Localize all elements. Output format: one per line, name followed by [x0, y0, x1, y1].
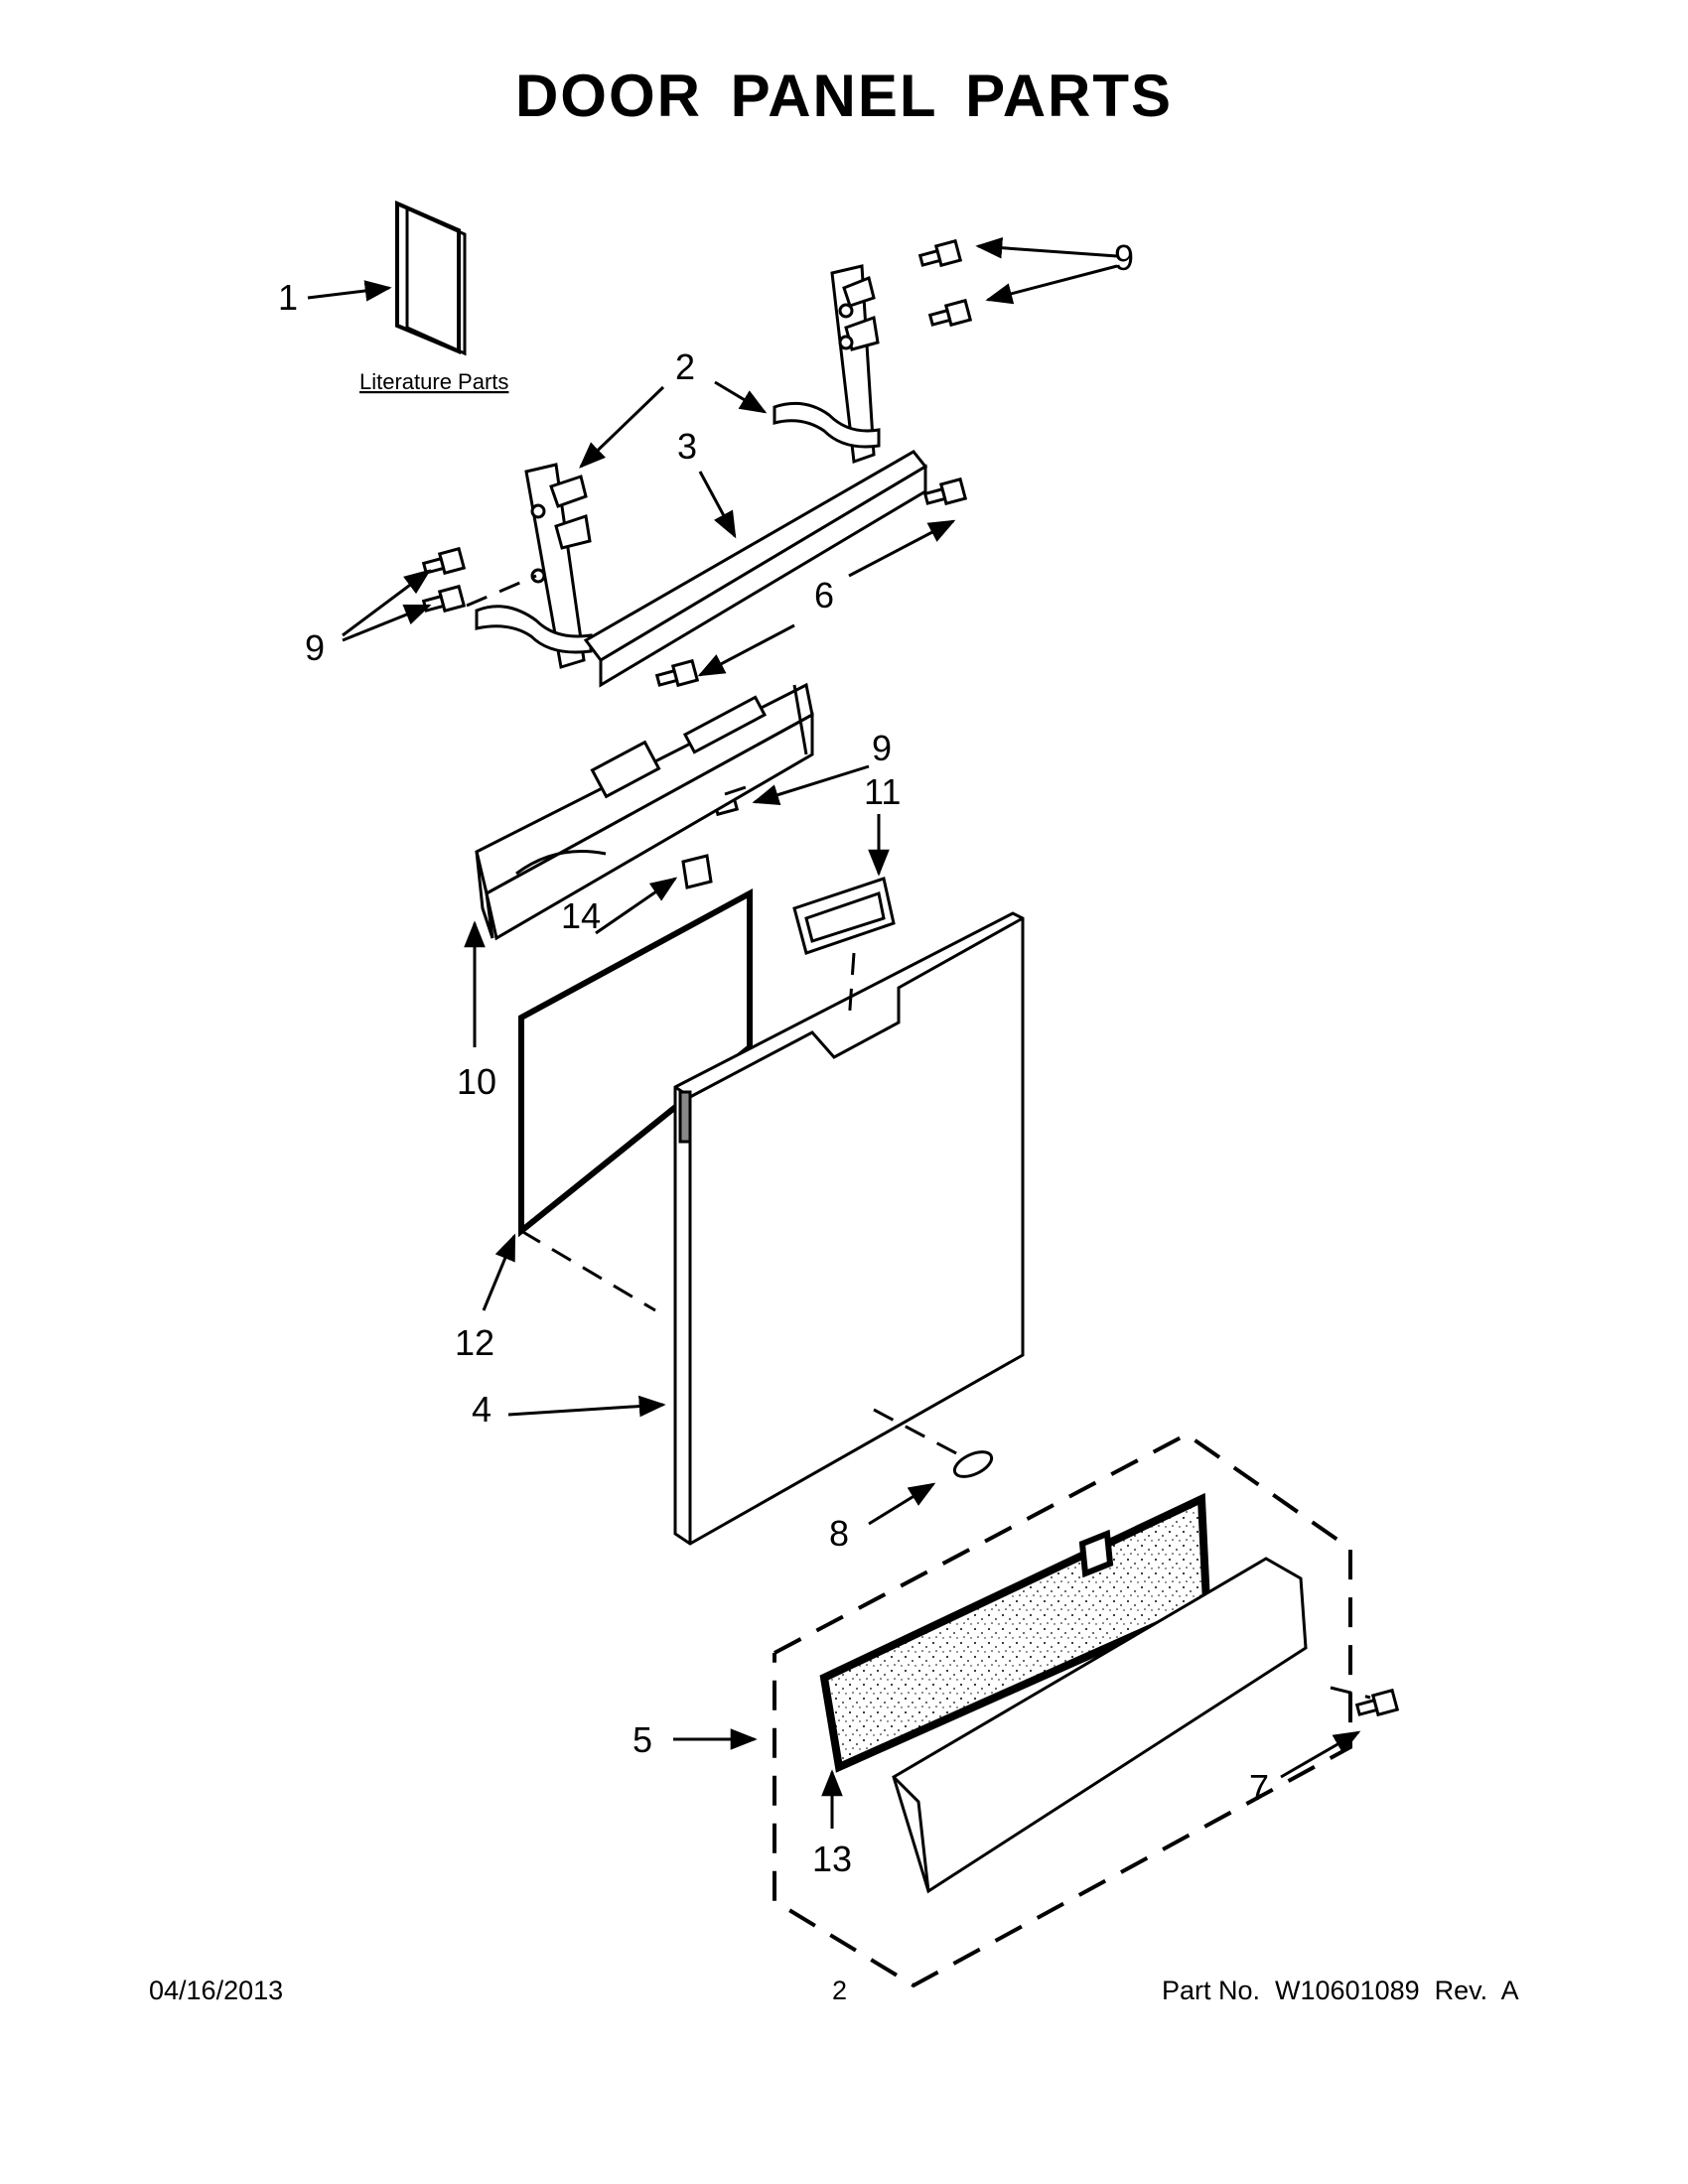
assembly-leader-lines	[466, 574, 1371, 1700]
page-title: DOOR PANEL PARTS	[514, 63, 1174, 129]
callout-14: 14	[561, 895, 601, 936]
handle-cup-part	[792, 877, 896, 955]
callout-13: 13	[812, 1839, 852, 1879]
callout-9-top: 9	[1114, 237, 1134, 278]
hinge-bracket-right-part	[773, 264, 881, 465]
literature-parts-label: Literature Parts	[359, 369, 508, 394]
outer-door-panel-part	[673, 911, 1025, 1546]
callout-7: 7	[1249, 1767, 1269, 1808]
callout-3: 3	[677, 426, 697, 467]
literature-booklet-part	[395, 200, 467, 356]
footer-part-number: Part No. W10601089 Rev. A	[1162, 1976, 1519, 2005]
latch-clip-part	[681, 854, 713, 889]
footer-date: 04/16/2013	[149, 1976, 284, 2005]
callout-5: 5	[633, 1719, 652, 1760]
callout-6: 6	[814, 575, 834, 615]
callout-1: 1	[278, 277, 298, 318]
toe-panel-part	[892, 1557, 1308, 1894]
support-rail-part	[583, 450, 928, 688]
callout-11: 11	[864, 771, 901, 812]
callout-arrows	[307, 236, 1361, 1829]
footer-page-number: 2	[832, 1976, 848, 2005]
plug-part	[952, 1450, 994, 1478]
hinge-bracket-left-part	[475, 463, 593, 669]
callout-10: 10	[457, 1061, 496, 1102]
callout-9-left: 9	[305, 627, 325, 668]
callout-9-middle: 9	[872, 728, 892, 768]
control-console-part	[475, 682, 814, 941]
callout-12: 12	[455, 1322, 494, 1363]
callout-4: 4	[472, 1389, 492, 1430]
callout-2: 2	[675, 346, 695, 387]
callout-8: 8	[829, 1513, 849, 1554]
